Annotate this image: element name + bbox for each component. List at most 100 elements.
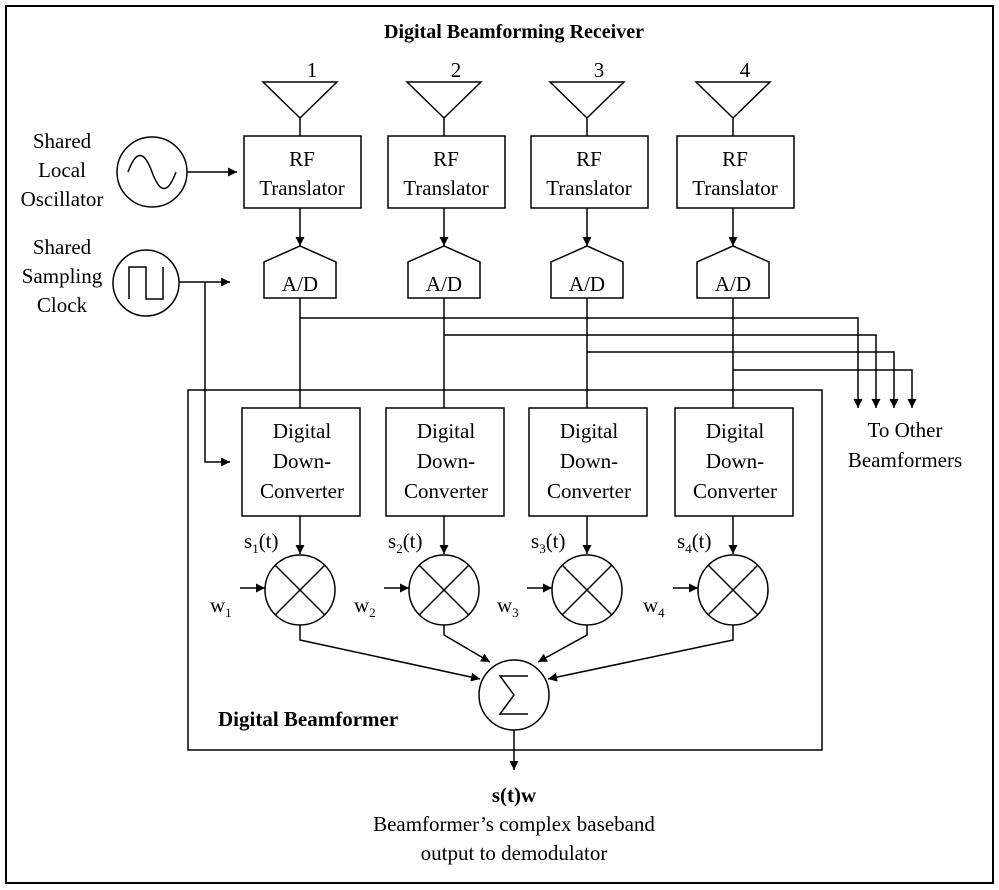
weight-subscript: 3 [512,605,519,620]
shared-sampling-clock: Shared Sampling Clock [22,235,230,467]
summer [478,659,550,770]
channel-1: 1RFTranslatorA/DDigitalDown-Converters1(… [210,58,481,682]
multiplier-to-summer-arrow [443,625,491,663]
diagram-title: Digital Beamforming Receiver [384,21,644,43]
ddc-label-line-3: Converter [260,479,344,503]
ddc-label-line-1: Digital [273,419,331,443]
signal-label: s4(t) [677,529,712,556]
weight-subscript: 1 [225,605,232,620]
adc-label: A/D [426,272,462,296]
multiply-icon [707,564,759,616]
signal-subscript: 1 [252,541,259,556]
multiplier-to-summer-arrow [537,625,588,663]
ddc-label-line-2: Down- [560,449,618,473]
signal-tail: (t) [403,529,423,553]
clock-label-line-2: Sampling [22,264,103,288]
square-wave-icon [128,266,164,300]
weight-label: w2 [354,593,376,620]
antenna-number: 4 [740,58,751,82]
clock-arrow-to-ddc [204,282,230,467]
antenna-icon [405,81,483,120]
antenna-icon [694,81,772,120]
digital-down-converter-box [385,407,505,517]
multiplier-to-summer-arrow [299,625,481,682]
channel-3: 3RFTranslatorA/DDigitalDown-Converters3(… [497,58,649,663]
antenna-icon [261,81,339,120]
shared-local-oscillator: Shared Local Oscillator [21,129,237,211]
rf-translator-box [243,135,362,209]
ddc-label-line-1: Digital [560,419,618,443]
digital-beamformer-label: Digital Beamformer [218,707,398,731]
ddc-label-line-2: Down- [706,449,764,473]
adc-label: A/D [569,272,605,296]
rf-translator-label-line-1: RF [433,147,459,171]
bus-line-1 [300,317,863,408]
digital-down-converter-box [674,407,794,517]
adc-block [407,245,481,299]
weight-subscript: 2 [369,605,376,620]
weight-subscript: 4 [658,605,665,620]
signal-tail: (t) [259,529,279,553]
bus-line-4 [733,369,917,408]
weight-label: w3 [497,593,519,620]
signal-base: s [677,529,685,553]
antenna-icon [548,81,626,120]
multiplier-to-summer-arrow [547,625,734,682]
weight-base: w [643,593,659,617]
signal-subscript: 4 [685,541,692,556]
rf-translator-label-line-2: Translator [403,176,489,200]
output-description-line-1: Beamformer’s complex baseband [373,812,655,836]
rf-translator-label-line-1: RF [289,147,315,171]
signal-subscript: 2 [396,541,403,556]
weight-label: w4 [643,593,665,620]
multiply-icon [418,564,470,616]
signal-label: s1(t) [244,529,279,556]
clock-label-line-1: Shared [33,235,92,259]
rf-translator-label-line-1: RF [722,147,748,171]
adc-label: A/D [282,272,318,296]
antenna-number: 1 [307,58,318,82]
weight-base: w [210,593,226,617]
adc-block [696,245,770,299]
oscillator-label-line-1: Shared [33,129,92,153]
rf-translator-label-line-1: RF [576,147,602,171]
output-description-line-2: output to demodulator [421,841,608,865]
other-beamformers-bus [300,317,917,408]
ddc-label-line-1: Digital [417,419,475,443]
digital-down-converter-box [241,407,361,517]
rf-translator-label-line-2: Translator [692,176,778,200]
rf-translator-box [530,135,649,209]
weight-label: w1 [210,593,232,620]
bus-line-2 [444,334,881,408]
rf-translator-label-line-2: Translator [546,176,632,200]
signal-base: s [244,529,252,553]
signal-label: s3(t) [531,529,566,556]
multiply-icon [561,564,613,616]
antenna-number: 3 [594,58,605,82]
oscillator-label-line-2: Local [38,158,86,182]
other-beamformers-label-line-2: Beamformers [848,448,962,472]
rf-translator-label-line-2: Translator [259,176,345,200]
ddc-label-line-3: Converter [547,479,631,503]
channel-2: 2RFTranslatorA/DDigitalDown-Converters2(… [354,58,506,663]
adc-label: A/D [715,272,751,296]
signal-tail: (t) [546,529,566,553]
multiply-icon [274,564,326,616]
output-signal-label: s(t)w [492,783,537,807]
digital-down-converter-box [528,407,648,517]
signal-base: s [388,529,396,553]
ddc-label-line-3: Converter [404,479,488,503]
ddc-label-line-1: Digital [706,419,764,443]
adc-block [263,245,337,299]
ddc-label-line-2: Down- [273,449,331,473]
digital-beamformer-box [187,389,823,751]
adc-block [550,245,624,299]
other-beamformers-label-line-1: To Other [868,418,943,442]
signal-tail: (t) [692,529,712,553]
antenna-number: 2 [451,58,462,82]
channel-4: 4RFTranslatorA/DDigitalDown-Converters4(… [547,58,795,682]
signal-subscript: 3 [539,541,546,556]
weight-base: w [497,593,513,617]
